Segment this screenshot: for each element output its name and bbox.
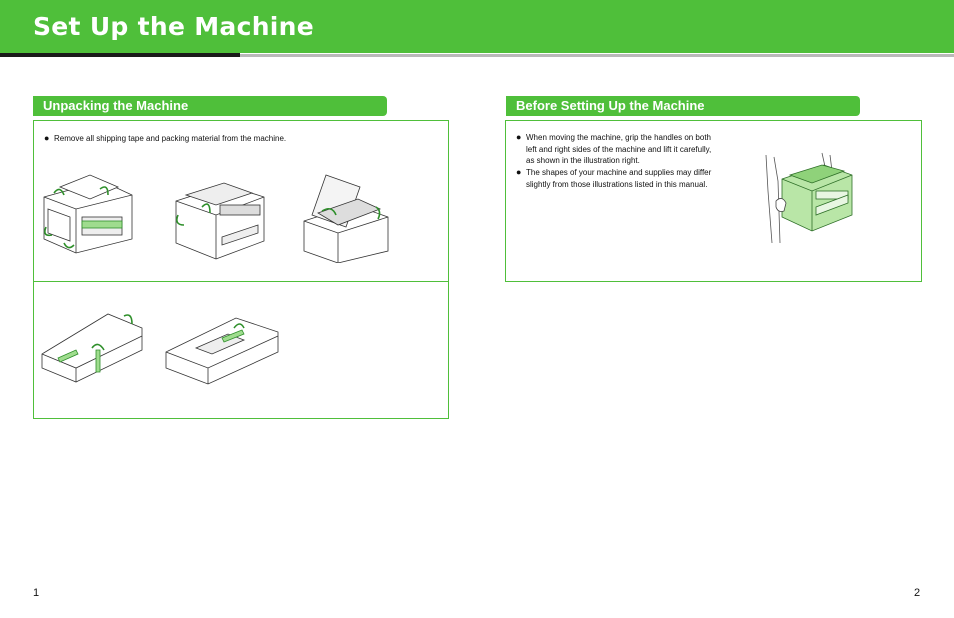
before-setup-bullet-2: ● The shapes of your machine and supplie… xyxy=(516,167,716,190)
unpacking-panel-bottom xyxy=(33,281,449,419)
printer-scanner-open-icon xyxy=(303,174,389,263)
bullet-glyph: ● xyxy=(516,167,522,177)
tray-icon xyxy=(41,313,143,383)
bullet-glyph: ● xyxy=(516,132,522,142)
before-setup-bullet-1: ● When moving the machine, grip the hand… xyxy=(516,132,716,167)
page-title: Set Up the Machine xyxy=(33,12,315,41)
bullet-text: The shapes of your machine and supplies … xyxy=(526,168,712,189)
bullet-text: When moving the machine, grip the handle… xyxy=(526,133,712,165)
header-rule-light xyxy=(240,54,954,57)
lifting-machine-icon xyxy=(765,152,853,244)
section-heading-before-setup: Before Setting Up the Machine xyxy=(506,96,860,116)
header-rule-dark xyxy=(0,53,240,57)
bullet-glyph: ● xyxy=(44,133,50,143)
printer-front-icon xyxy=(175,182,265,260)
page-number-right: 2 xyxy=(914,587,921,599)
page-number-left: 1 xyxy=(33,587,40,599)
tray-open-icon xyxy=(165,317,279,385)
section-heading-unpacking: Unpacking the Machine xyxy=(33,96,387,116)
printer-rear-icon xyxy=(43,174,133,254)
before-setup-panel: ● When moving the machine, grip the hand… xyxy=(505,120,922,282)
unpacking-bullet: ● Remove all shipping tape and packing m… xyxy=(44,133,439,145)
unpacking-panel-top: ● Remove all shipping tape and packing m… xyxy=(33,120,449,282)
bullet-text: Remove all shipping tape and packing mat… xyxy=(54,134,287,143)
header-band: Set Up the Machine xyxy=(0,0,954,53)
